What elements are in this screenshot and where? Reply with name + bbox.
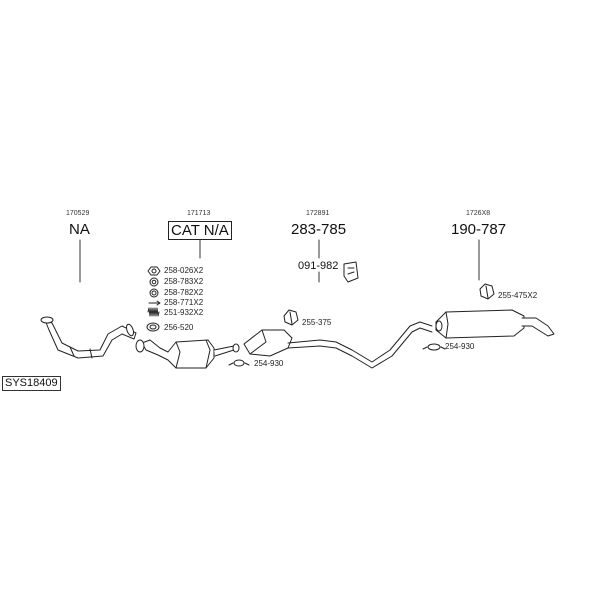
rear-clamp: [422, 343, 446, 351]
group-ref-190: 1726X8: [466, 210, 491, 217]
intermediate-pipe: [335, 321, 433, 369]
rear-hanger: [479, 283, 495, 300]
part-255-375[interactable]: 255-375: [302, 318, 332, 327]
part-251-932[interactable]: 251-932X2: [164, 308, 204, 317]
system-code-badge: SYS18409: [2, 376, 61, 391]
ring-icon-a: [149, 277, 159, 287]
spring-icon: [147, 307, 160, 317]
bolt-icon: [148, 300, 161, 306]
group-code-na[interactable]: NA: [69, 221, 90, 238]
group-code-cat[interactable]: CAT N/A: [168, 221, 232, 240]
hardware-set: [146, 266, 161, 332]
mid-hanger: [283, 309, 299, 326]
part-091-982[interactable]: 091-982: [298, 260, 339, 272]
group-ref-cat: 171713: [187, 210, 211, 217]
catalytic-converter: [135, 339, 240, 369]
rear-silencer: [435, 309, 555, 339]
front-clamp: [228, 359, 250, 367]
part-258-782[interactable]: 258-782X2: [164, 288, 204, 297]
group-ref-283: 172891: [306, 210, 330, 217]
group-ref-na: 170529: [66, 210, 90, 217]
group-code-190-787[interactable]: 190-787: [451, 221, 507, 238]
front-flange: [40, 316, 54, 324]
part-258-771[interactable]: 258-771X2: [164, 298, 204, 307]
part-255-475[interactable]: 255-475X2: [498, 291, 538, 300]
part-254-930-front[interactable]: 254-930: [254, 359, 284, 368]
gasket-icon: [146, 322, 160, 332]
group-code-283-785[interactable]: 283-785: [291, 221, 347, 238]
nut-icon: [147, 266, 161, 276]
ring-icon-b: [149, 288, 159, 298]
front-downpipe: [40, 316, 137, 359]
part-254-930-rear[interactable]: 254-930: [445, 342, 475, 351]
center-silencer: [243, 329, 337, 357]
part-258-026[interactable]: 258-026X2: [164, 266, 204, 275]
bracket-icon: [343, 261, 359, 283]
leader-lines: [79, 239, 480, 283]
part-256-520[interactable]: 256-520: [164, 323, 194, 332]
part-258-783[interactable]: 258-783X2: [164, 277, 204, 286]
